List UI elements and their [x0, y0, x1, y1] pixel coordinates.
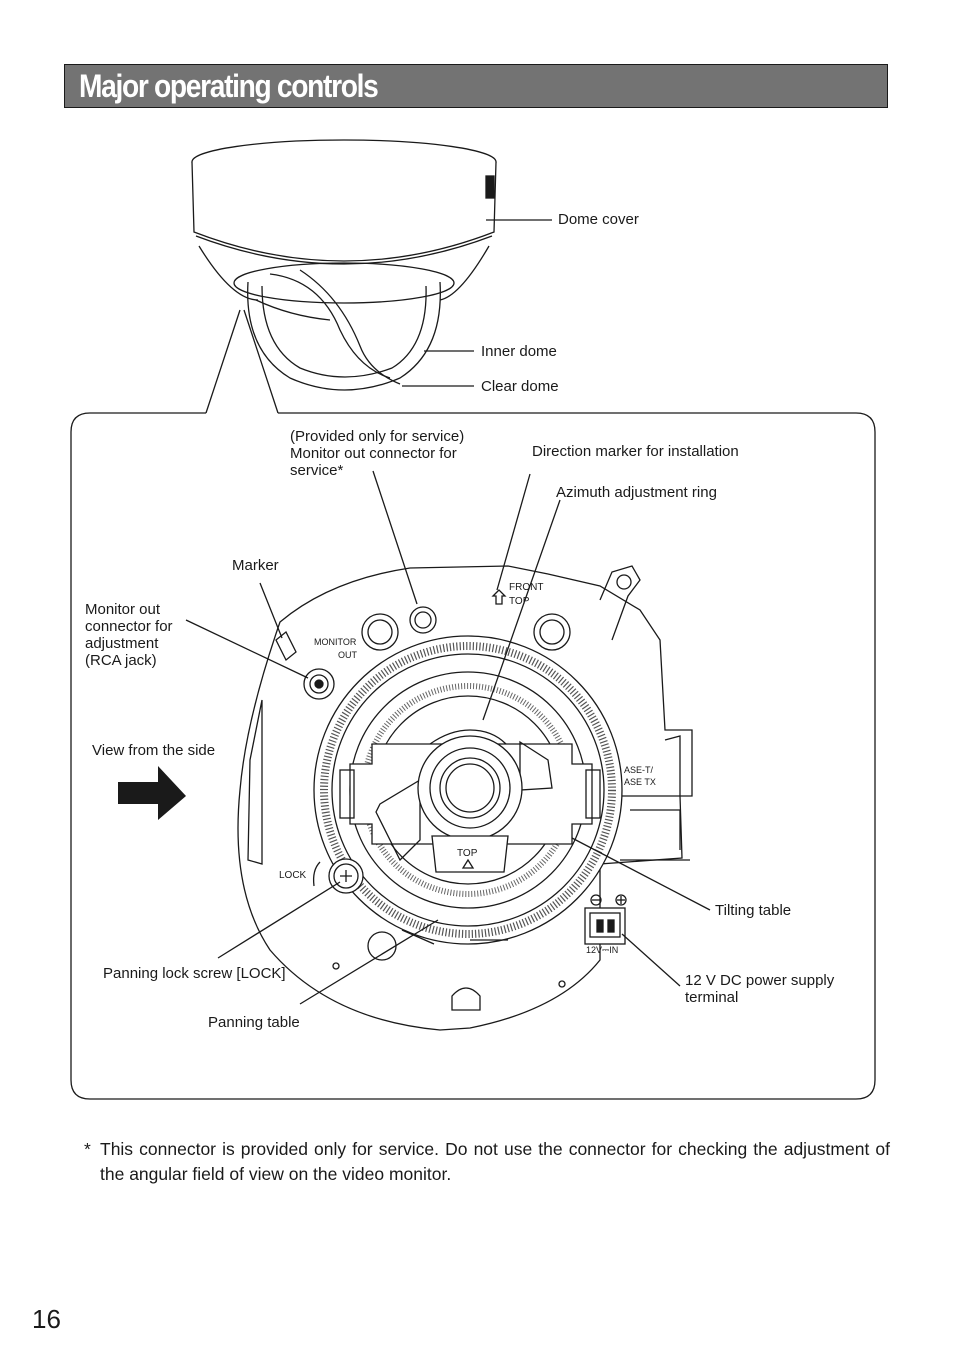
- label-inner-dome: Inner dome: [481, 343, 557, 360]
- marking-front: FRONT: [509, 582, 544, 593]
- label-dome-cover: Dome cover: [558, 211, 639, 228]
- marking-out: OUT: [338, 650, 357, 660]
- footnote-text: This connector is provided only for serv…: [100, 1139, 890, 1184]
- dome-cover-drawing: [191, 139, 552, 414]
- marking-top: TOP: [509, 596, 530, 607]
- label-rca-jack-line1: Monitor out: [85, 601, 161, 618]
- label-service-connector-line3: service*: [290, 462, 344, 479]
- label-panning-table: Panning table: [208, 1014, 300, 1031]
- label-clear-dome: Clear dome: [481, 378, 559, 395]
- label-view-from-side: View from the side: [92, 742, 216, 759]
- leader-lines: [185, 470, 711, 1005]
- marking-top-tab: TOP: [457, 848, 478, 859]
- footnote: * This connector is provided only for se…: [84, 1137, 890, 1187]
- label-service-connector-line1: (Provided only for service): [290, 428, 465, 445]
- footnote-marker: *: [84, 1139, 91, 1159]
- label-azimuth-ring: Azimuth adjustment ring: [556, 484, 717, 501]
- camera-base-drawing: [237, 565, 693, 1031]
- label-service-connector-line2: Monitor out connector for: [290, 445, 457, 462]
- label-rca-jack-line4: (RCA jack): [85, 652, 157, 669]
- page-title: Major operating controls: [79, 68, 379, 104]
- section-title-bar: Major operating controls: [64, 64, 888, 108]
- marking-lock: LOCK: [279, 870, 307, 881]
- label-tilting-table: Tilting table: [715, 902, 792, 919]
- marking-power-in: 12V⎓IN: [586, 945, 619, 955]
- page-number: 16: [32, 1304, 61, 1334]
- label-power-terminal-line1: 12 V DC power supply: [685, 972, 835, 989]
- label-power-terminal-line2: terminal: [685, 989, 739, 1006]
- view-direction-arrow: [118, 766, 186, 820]
- marking-ethernet-line1: ASE-T/: [624, 765, 654, 775]
- label-panning-lock-screw: Panning lock screw [LOCK]: [103, 965, 286, 982]
- label-rca-jack-line2: connector for: [85, 618, 173, 635]
- label-marker: Marker: [232, 557, 279, 574]
- label-rca-jack-line3: adjustment: [85, 635, 159, 652]
- label-direction-marker: Direction marker for installation: [532, 443, 739, 460]
- marking-ethernet-line2: ASE TX: [624, 777, 656, 787]
- marking-monitor: MONITOR: [314, 637, 357, 647]
